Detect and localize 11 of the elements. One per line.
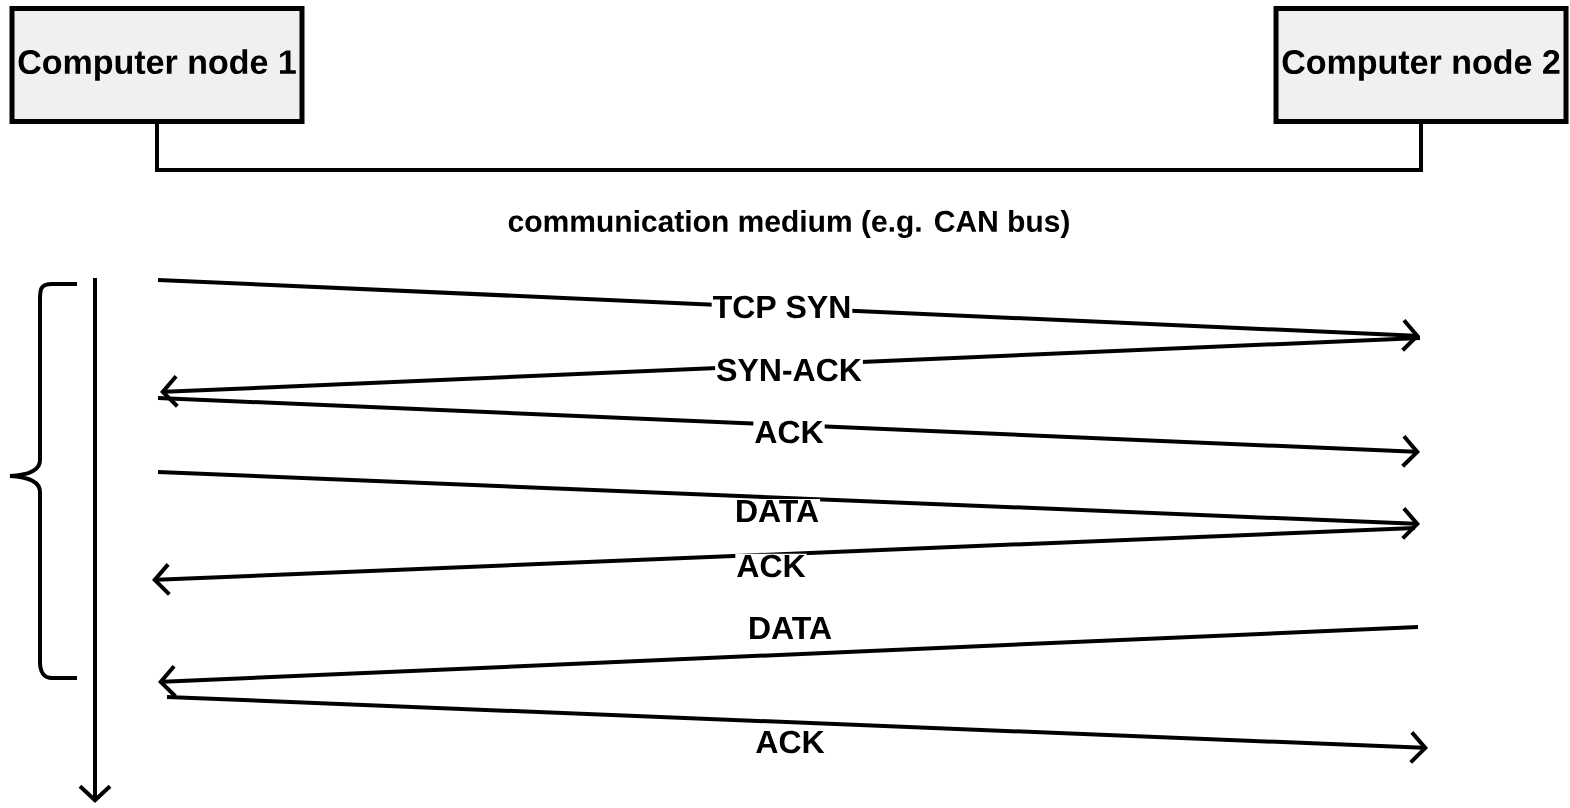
- message-label: DATA: [737, 500, 819, 522]
- message-label: SYN-ACK: [717, 358, 862, 382]
- message-label: ACK: [737, 554, 806, 578]
- edge-label: communication medium (e.g. CAN bus): [508, 209, 1069, 239]
- computer-box: Computer node 2: [1273, 6, 1569, 124]
- computer-box: Computer node 1: [9, 6, 305, 124]
- message-label: DATA: [750, 617, 832, 639]
- message-label: ACK: [756, 730, 825, 754]
- bus-line: [155, 124, 1423, 172]
- message-label: ACK: [755, 420, 824, 444]
- message-label: TCP SYN: [713, 295, 850, 319]
